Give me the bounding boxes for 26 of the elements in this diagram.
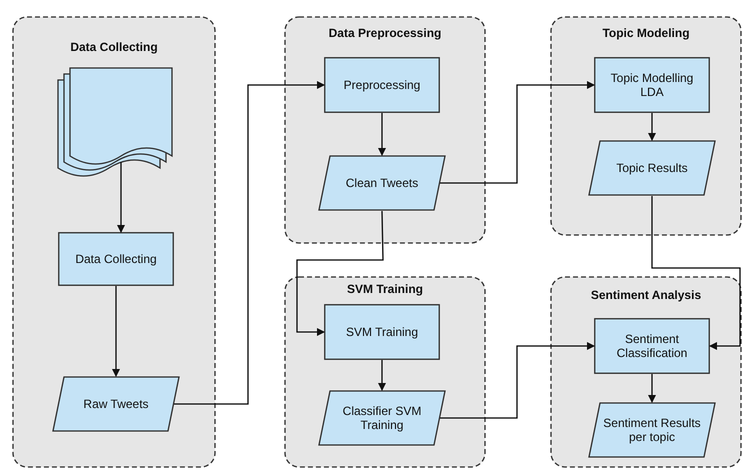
group-title: Data Collecting <box>70 40 158 54</box>
arrow <box>174 81 325 405</box>
arrow <box>296 210 384 336</box>
group-title: Topic Modeling <box>602 26 690 40</box>
node-label: Clean Tweets <box>346 176 418 190</box>
arrow <box>112 286 120 377</box>
node-label: Topic Modelling LDA <box>610 71 694 99</box>
arrow <box>440 342 595 419</box>
arrow <box>648 113 656 141</box>
arrow <box>117 162 125 233</box>
node-label: Preprocessing <box>344 78 420 92</box>
node-label: SVM Training <box>346 325 418 339</box>
node-label: Sentiment Classification <box>616 332 688 360</box>
node-label: Topic Results <box>616 161 688 175</box>
arrow <box>651 196 741 350</box>
arrow <box>648 374 656 403</box>
group-title: Sentiment Analysis <box>590 288 702 302</box>
node-label: Sentiment Results per topic <box>602 416 702 444</box>
group-title: Data Preprocessing <box>328 26 442 40</box>
node-label: Raw Tweets <box>83 397 149 411</box>
arrow <box>378 113 386 156</box>
arrow <box>440 81 595 184</box>
arrow <box>378 360 386 391</box>
node-label: Classifier SVM Training <box>342 404 422 432</box>
node-label: Data Collecting <box>75 252 157 266</box>
group-title: SVM Training <box>346 282 423 296</box>
